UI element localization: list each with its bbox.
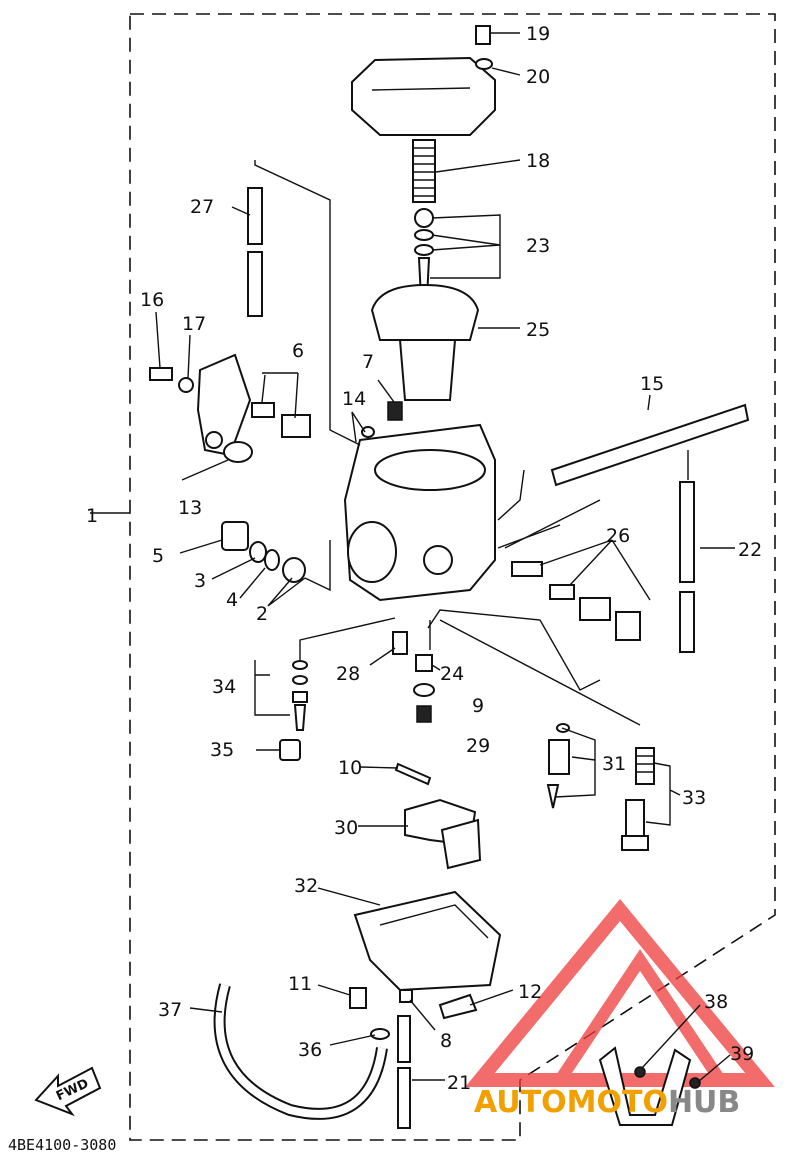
callout-37: 37	[158, 999, 182, 1021]
callout-10: 10	[338, 757, 362, 779]
callout-14: 14	[342, 388, 366, 410]
washer-9	[413, 683, 435, 697]
needle-valve-31	[546, 723, 570, 809]
float-30	[404, 798, 482, 870]
leader-lines	[90, 32, 735, 1083]
callout-32: 32	[294, 875, 318, 897]
pilot-screw-33	[621, 747, 655, 851]
carburetor-body	[343, 423, 496, 602]
o-ring-13	[223, 441, 253, 463]
callout-26: 26	[606, 525, 630, 547]
callout-9: 9	[472, 695, 484, 717]
callout-17: 17	[182, 313, 206, 335]
coasting-enricher-cover	[196, 353, 252, 457]
plunger-set-6	[251, 402, 311, 438]
callout-34: 34	[212, 676, 236, 698]
washer-20	[475, 58, 493, 70]
bracket-38-39	[598, 1046, 701, 1126]
callout-4: 4	[226, 589, 238, 611]
washer-17	[178, 377, 194, 393]
callout-19: 19	[526, 23, 550, 45]
callout-31: 31	[602, 753, 626, 775]
callout-5: 5	[152, 545, 164, 567]
callout-21: 21	[447, 1072, 471, 1094]
callout-1: 1	[86, 505, 98, 527]
float-pin-10	[394, 762, 432, 786]
spring-18	[412, 139, 436, 203]
pilot-jet-7	[387, 401, 403, 421]
screw-2	[282, 557, 306, 583]
main-jet-28	[392, 631, 408, 655]
callout-22: 22	[738, 539, 762, 561]
callout-28: 28	[336, 663, 360, 685]
callout-33: 33	[682, 787, 706, 809]
drawing-code: 4BE4100-3080	[8, 1136, 116, 1154]
callout-29: 29	[466, 735, 490, 757]
watermark-text: AUTOMOTOHUB	[474, 1085, 740, 1120]
drain-tube-21	[397, 1015, 411, 1129]
pilot-screw-set-34	[292, 660, 308, 731]
callout-13: 13	[178, 497, 202, 519]
callout-24: 24	[440, 663, 464, 685]
callout-20: 20	[526, 66, 550, 88]
callout-16: 16	[140, 289, 164, 311]
callout-18: 18	[526, 150, 550, 172]
callout-38: 38	[704, 991, 728, 1013]
o-ring-14	[361, 426, 375, 438]
vent-tube-22	[679, 481, 695, 653]
jet-24	[415, 654, 433, 672]
callout-7: 7	[362, 351, 374, 373]
float-bowl-32	[353, 890, 502, 992]
callout-23: 23	[526, 235, 550, 257]
callout-30: 30	[334, 817, 358, 839]
callout-2: 2	[256, 603, 268, 625]
throttle-stop-26	[511, 561, 641, 641]
cap-5	[221, 521, 249, 551]
callout-12: 12	[518, 981, 542, 1003]
callout-labels: 1 2 3 4 5 6 7 8 9 10 11 12 13 14 15 16 1…	[86, 23, 762, 1094]
drain-screw-12	[438, 993, 478, 1020]
callout-15: 15	[640, 373, 664, 395]
screw-11	[349, 987, 367, 1009]
screw-19	[475, 25, 491, 45]
callout-25: 25	[526, 319, 550, 341]
watermark-text-part2: HUB	[668, 1085, 740, 1120]
callout-3: 3	[194, 570, 206, 592]
callout-27: 27	[190, 196, 214, 218]
ring-3	[249, 541, 267, 563]
clip-36	[370, 1028, 390, 1040]
callout-6: 6	[292, 340, 304, 362]
callout-35: 35	[210, 739, 234, 761]
screw-16	[149, 367, 173, 381]
fwd-arrow-icon: FWD	[34, 1066, 102, 1117]
piston-diaphragm-25	[370, 283, 480, 401]
callout-11: 11	[288, 973, 312, 995]
callout-36: 36	[298, 1039, 322, 1061]
washer-4	[264, 549, 280, 571]
diaphragm-cover	[351, 56, 496, 136]
jet-29	[416, 705, 432, 723]
watermark-text-part1: AUTOMOTO	[474, 1085, 668, 1120]
callout-39: 39	[730, 1043, 754, 1065]
callout-8: 8	[440, 1030, 452, 1052]
washer-8	[399, 989, 413, 1003]
vent-tube-15	[550, 403, 750, 487]
vent-tube-27	[247, 187, 263, 317]
plug-35	[279, 739, 301, 761]
